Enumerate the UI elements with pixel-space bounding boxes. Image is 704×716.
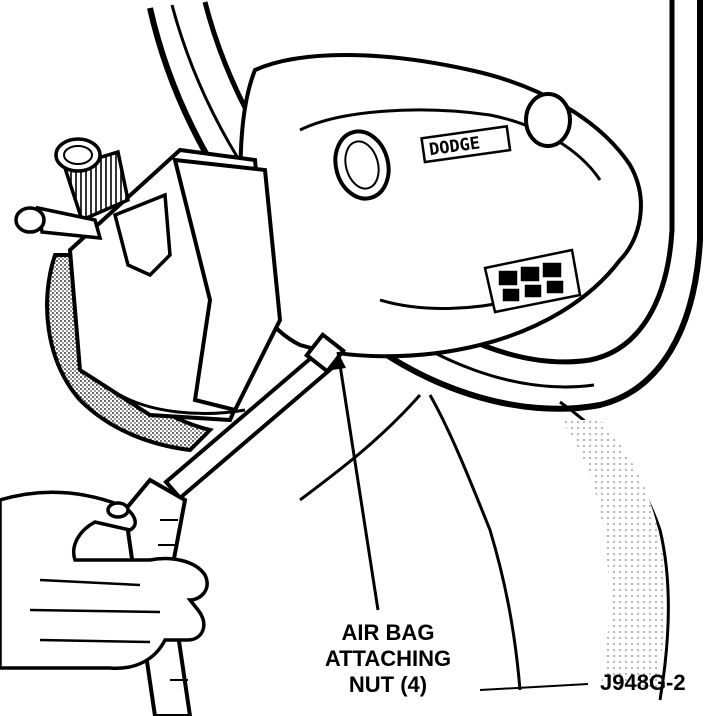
callout-arrowhead <box>332 352 346 370</box>
callout-line-3: NUT (4) <box>348 672 428 697</box>
callout-leader-line <box>336 351 380 611</box>
horn-pad-right <box>524 92 572 148</box>
callout-line-2: ATTACHING <box>324 646 452 671</box>
multifunction-lever <box>54 137 172 278</box>
brand-badge: DODGE <box>420 124 512 164</box>
callout-line-1: AIR BAG <box>341 620 435 645</box>
airbag-module <box>238 53 643 359</box>
control-switch-cluster <box>483 248 582 314</box>
horn-pad-left-inner <box>344 140 380 190</box>
airbag-nut-callout: AIR BAG ATTACHING NUT (4) <box>318 620 458 698</box>
technician-hand <box>0 490 209 670</box>
tilt-lever <box>14 205 103 241</box>
figure-id-rule <box>479 683 589 691</box>
figure-id: J948G-2 <box>600 670 686 695</box>
shroud-shading <box>560 420 665 690</box>
